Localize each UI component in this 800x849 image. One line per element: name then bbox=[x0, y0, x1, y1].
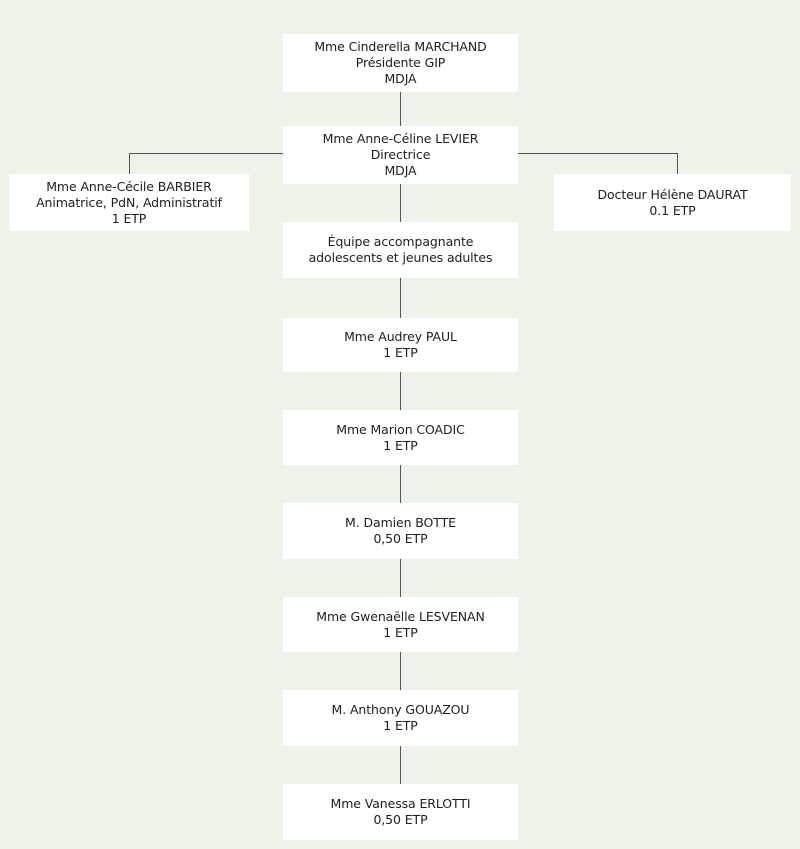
node-daurat: Docteur Hélène DAURAT 0.1 ETP bbox=[554, 174, 791, 231]
paul-name: Mme Audrey PAUL bbox=[344, 329, 457, 344]
team-line-2: adolescents et jeunes adultes bbox=[308, 250, 493, 265]
connector-coadic-botte bbox=[400, 465, 401, 503]
node-erlotti: Mme Vanessa ERLOTTI 0,50 ETP bbox=[283, 784, 518, 840]
team-line-1: Équipe accompagnante bbox=[327, 234, 474, 249]
node-botte: M. Damien BOTTE 0,50 ETP bbox=[283, 503, 518, 559]
connector-director-team bbox=[400, 184, 401, 222]
connector-branch-left-drop bbox=[129, 153, 130, 174]
barbier-etp: 1 ETP bbox=[111, 210, 147, 226]
president-org: MDJA bbox=[384, 71, 417, 86]
daurat-name: Docteur Hélène DAURAT bbox=[597, 186, 748, 202]
gouazou-name: M. Anthony GOUAZOU bbox=[331, 702, 470, 717]
node-paul: Mme Audrey PAUL 1 ETP bbox=[283, 318, 518, 372]
barbier-name: Mme Anne-Cécile BARBIER bbox=[46, 178, 212, 194]
connector-lesvenan-gouazou bbox=[400, 652, 401, 690]
coadic-name: Mme Marion COADIC bbox=[336, 421, 465, 437]
barbier-role: Animatrice, PdN, Administratif bbox=[36, 194, 222, 210]
node-team: Équipe accompagnante adolescents et jeun… bbox=[283, 222, 518, 278]
paul-etp: 1 ETP bbox=[383, 345, 418, 360]
connector-team-paul bbox=[400, 278, 401, 318]
node-director: Mme Anne-Céline LEVIER Directrice MDJA bbox=[283, 126, 518, 184]
lesvenan-name: Mme Gwenaëlle LESVENAN bbox=[316, 608, 485, 624]
lesvenan-etp: 1 ETP bbox=[383, 624, 418, 640]
node-president: Mme Cinderella MARCHAND Présidente GIP M… bbox=[283, 34, 518, 92]
connector-gouazou-erlotti bbox=[400, 746, 401, 784]
president-role: Présidente GIP bbox=[355, 55, 446, 70]
botte-name: M. Damien BOTTE bbox=[345, 515, 456, 530]
president-name: Mme Cinderella MARCHAND bbox=[314, 39, 487, 54]
director-org: MDJA bbox=[384, 163, 417, 178]
node-lesvenan: Mme Gwenaëlle LESVENAN 1 ETP bbox=[283, 597, 518, 652]
connector-branch-right-drop bbox=[677, 153, 678, 174]
connector-president-director bbox=[400, 92, 401, 126]
node-gouazou: M. Anthony GOUAZOU 1 ETP bbox=[283, 690, 518, 746]
director-role: Directrice bbox=[370, 147, 431, 162]
connector-botte-lesvenan bbox=[400, 559, 401, 597]
erlotti-name: Mme Vanessa ERLOTTI bbox=[330, 796, 471, 811]
node-barbier: Mme Anne-Cécile BARBIER Animatrice, PdN,… bbox=[9, 174, 249, 231]
director-name: Mme Anne-Céline LEVIER bbox=[322, 131, 479, 146]
gouazou-etp: 1 ETP bbox=[383, 718, 418, 733]
connector-paul-coadic bbox=[400, 372, 401, 410]
node-coadic: Mme Marion COADIC 1 ETP bbox=[283, 410, 518, 465]
erlotti-etp: 0,50 ETP bbox=[373, 812, 428, 827]
botte-etp: 0,50 ETP bbox=[373, 531, 428, 546]
daurat-etp: 0.1 ETP bbox=[649, 202, 696, 218]
coadic-etp: 1 ETP bbox=[383, 437, 418, 453]
